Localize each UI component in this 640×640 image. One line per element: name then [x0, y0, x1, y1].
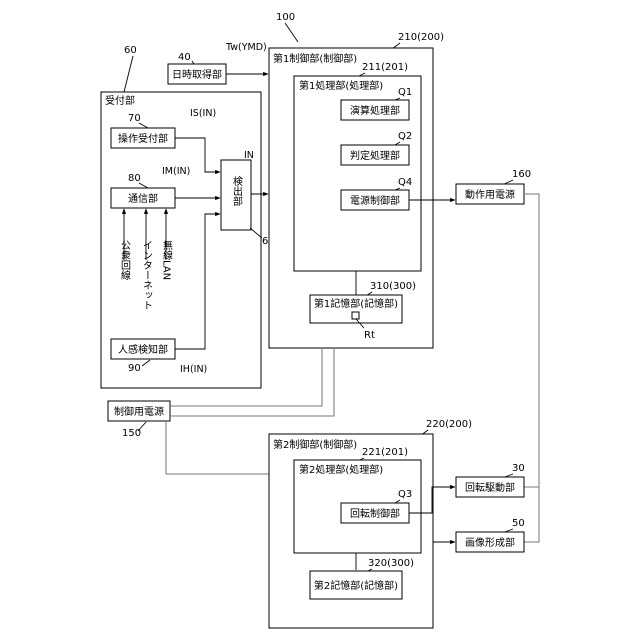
motion-label: 人感検知部: [118, 343, 168, 356]
control1-title: 第1制御部(制御部): [273, 52, 357, 65]
memory2-label: 第2記憶部(記憶部): [314, 579, 398, 592]
clock-signal: Tw(YMD): [225, 42, 267, 53]
q2-ref: Q2: [398, 131, 412, 142]
q3-label: 回転制御部: [350, 507, 400, 520]
reception-ref-leader: [124, 56, 133, 92]
operation-label: 操作受付部: [118, 132, 168, 145]
system-ref-leader: [285, 23, 298, 42]
memory1-item-cell: [352, 312, 359, 319]
communication-signal: IM(IN): [162, 166, 190, 177]
image-forming-ref: 50: [512, 518, 525, 529]
q1-label: 演算処理部: [350, 104, 400, 117]
memory1-item: Rt: [364, 330, 375, 341]
channel-public-line: 公衆回線: [119, 240, 131, 280]
power-line-image: [524, 487, 539, 542]
operating-power-ref: 160: [512, 169, 531, 180]
control2-title: 第2制御部(制御部): [273, 438, 357, 451]
q4-ref: Q4: [398, 177, 412, 188]
memory2-ref: 320(300): [368, 558, 414, 569]
power-line-rotation: [524, 194, 539, 487]
memory1-ref: 310(300): [370, 281, 416, 292]
q2-label: 判定処理部: [350, 149, 400, 162]
rotation-ref: 30: [512, 463, 525, 474]
channel-wireless-lan: 無線LAN: [161, 239, 173, 280]
clock-label: 日時取得部: [172, 68, 222, 81]
control2-ref: 220(200): [426, 419, 472, 430]
q1-ref: Q1: [398, 87, 412, 98]
detector-label: 検出部: [231, 175, 243, 207]
image-forming-label: 画像形成部: [465, 536, 515, 549]
rotation-label: 回転駆動部: [465, 481, 515, 494]
processor2-title: 第2処理部(処理部): [299, 463, 383, 476]
control-power-ref-leader: [138, 422, 146, 431]
control1-ref: 210(200): [398, 32, 444, 43]
operating-power-label: 動作用電源: [465, 188, 515, 201]
system-ref: 100: [276, 12, 295, 23]
motion-signal: IH(IN): [180, 364, 207, 375]
communication-ref: 80: [128, 173, 141, 184]
motion-ref: 90: [128, 363, 141, 374]
processor1-title: 第1処理部(処理部): [299, 79, 383, 92]
operation-ref: 70: [128, 113, 141, 124]
processor1-ref: 211(201): [362, 62, 408, 73]
reception-ref: 60: [124, 45, 137, 56]
channel-internet: インターネット: [141, 240, 153, 310]
control-power-line-2: [166, 421, 269, 474]
communication-label: 通信部: [128, 192, 158, 205]
q4-label: 電源制御部: [350, 194, 400, 207]
control-power-ref: 150: [122, 428, 141, 439]
processor2-ref: 221(201): [362, 447, 408, 458]
detector-signal: IN: [244, 150, 254, 161]
operation-signal: IS(IN): [190, 108, 216, 119]
reception-title: 受付部: [105, 94, 135, 107]
control-power-label: 制御用電源: [114, 405, 164, 418]
q3-ref: Q3: [398, 489, 412, 500]
memory1-label: 第1記憶部(記憶部): [314, 297, 398, 310]
clock-ref: 40: [178, 52, 191, 63]
